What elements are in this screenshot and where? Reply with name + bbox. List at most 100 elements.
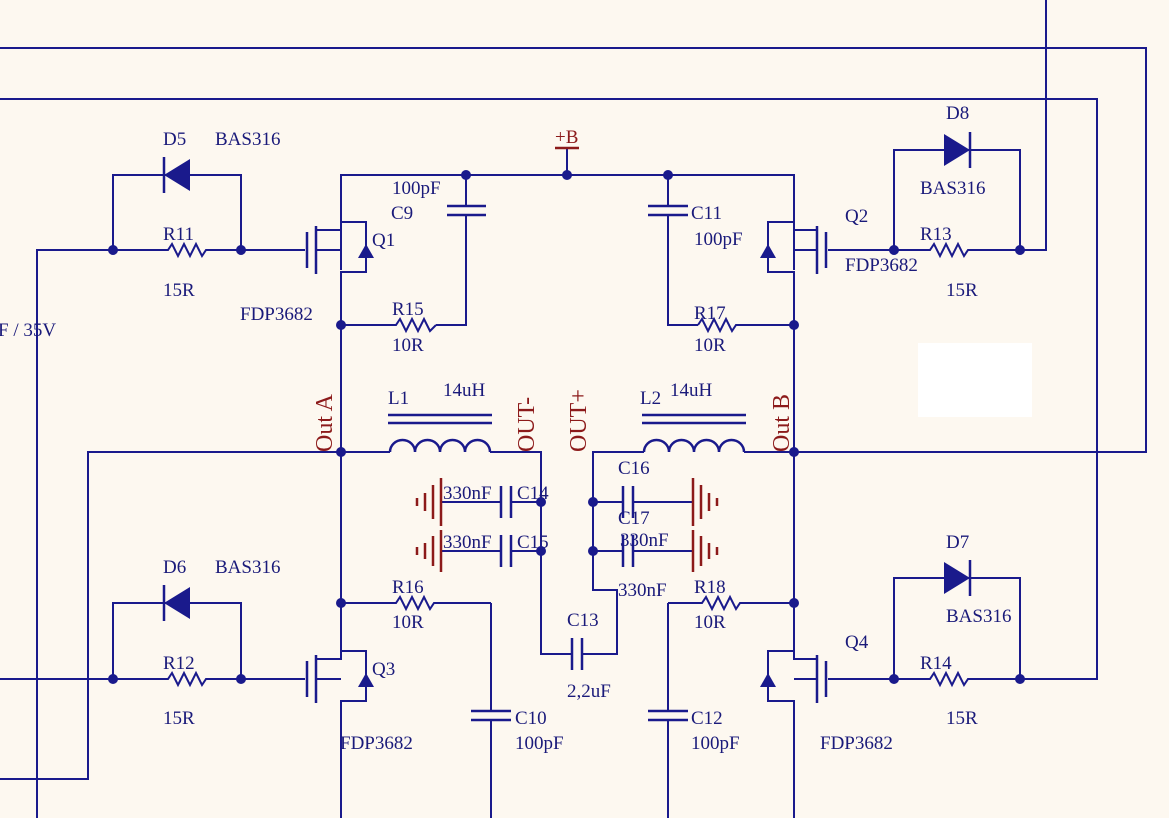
l1-ref: L1: [388, 388, 409, 409]
junction-dot: [536, 546, 546, 556]
d5-ref: D5: [163, 129, 186, 150]
q2-ref: Q2: [845, 206, 868, 227]
ground-symbols-left: [415, 478, 443, 572]
junction-dot: [789, 447, 799, 457]
junction-dot: [789, 320, 799, 330]
q4-ref: Q4: [845, 632, 869, 653]
q2-mosfet: [760, 221, 894, 452]
net-out-a: Out A: [312, 393, 338, 452]
r14-resistor: [894, 670, 1020, 688]
junction-dots: [108, 170, 1025, 684]
c12-capacitor: [648, 603, 688, 818]
r15-value: 10R: [392, 335, 424, 356]
q2-part: FDP3682: [845, 255, 918, 276]
c11-value: 100pF: [694, 229, 743, 250]
c13-capacitor: [566, 638, 590, 670]
r17-resistor: [697, 316, 794, 334]
l2-value: 14uH: [670, 380, 713, 401]
r16-ref: R16: [392, 577, 424, 598]
junction-dot: [1015, 674, 1025, 684]
q3-ref: Q3: [372, 659, 395, 680]
net-out-b: Out B: [769, 394, 795, 452]
junction-dot: [536, 497, 546, 507]
junction-dot: [236, 245, 246, 255]
d7-ref: D7: [946, 532, 969, 553]
c15-capacitor: [441, 535, 541, 567]
junction-dot: [336, 447, 346, 457]
c16-ref: C16: [618, 458, 650, 479]
r15-resistor: [341, 316, 437, 334]
d8-diode: [893, 132, 1021, 250]
q1-mosfet: [241, 221, 374, 452]
r18-resistor: [668, 594, 794, 612]
junction-dot: [663, 170, 673, 180]
r13-resistor: [894, 241, 1020, 259]
r11-resistor: [113, 241, 241, 259]
junction-dot: [789, 598, 799, 608]
c11-ref: C11: [691, 203, 722, 224]
net-out-minus: OUT-: [514, 397, 540, 452]
c9-value: 100pF: [392, 178, 441, 199]
junction-dot: [1015, 245, 1025, 255]
q4-part: FDP3682: [820, 733, 893, 754]
r11-value: 15R: [163, 280, 195, 301]
junction-dot: [108, 674, 118, 684]
c10-capacitor: [471, 603, 511, 818]
junction-dot: [236, 674, 246, 684]
r17-value: 10R: [694, 335, 726, 356]
l1-value: 14uH: [443, 380, 486, 401]
c9-ref: C9: [391, 203, 413, 224]
r12-value: 15R: [163, 708, 195, 729]
c13-value: 2,2uF: [567, 681, 611, 702]
c14-value: 330nF: [443, 483, 492, 504]
junction-dot: [562, 170, 572, 180]
r16-value: 10R: [392, 612, 424, 633]
plus-b-label: +B: [555, 127, 578, 148]
d6-part: BAS316: [215, 557, 280, 578]
d7-diode: [893, 560, 1021, 679]
r17-ref: R17: [694, 303, 726, 324]
r15-ref: R15: [392, 299, 424, 320]
c10-ref: C10: [515, 708, 547, 729]
c11-capacitor: [648, 175, 698, 326]
c13-ref: C13: [567, 610, 599, 631]
d6-diode: [112, 585, 242, 679]
d8-part: BAS316: [920, 178, 985, 199]
r14-ref: R14: [920, 653, 952, 674]
q1-part: FDP3682: [240, 304, 313, 325]
c17-ref: C17: [618, 508, 650, 529]
r12-resistor: [113, 670, 241, 688]
q1-ref: Q1: [372, 230, 395, 251]
c17-capacitor: [593, 535, 693, 567]
d6-ref: D6: [163, 557, 186, 578]
c12-value: 100pF: [691, 733, 740, 754]
blank-overlay: [918, 343, 1032, 417]
junction-dot: [889, 674, 899, 684]
q3-part: FDP3682: [340, 733, 413, 754]
l2-ref: L2: [640, 388, 661, 409]
c15-value: 330nF: [443, 532, 492, 553]
net-out-plus: OUT+: [566, 389, 592, 452]
ground-symbols-right: [691, 478, 719, 572]
junction-dot: [461, 170, 471, 180]
junction-dot: [889, 245, 899, 255]
junction-dot: [336, 320, 346, 330]
l2-inductor: [590, 413, 794, 655]
q4-mosfet: [760, 452, 894, 818]
d5-part: BAS316: [215, 129, 280, 150]
junction-dot: [336, 598, 346, 608]
r18-ref: R18: [694, 577, 726, 598]
c16-value: 330nF: [620, 530, 669, 551]
d8-ref: D8: [946, 103, 969, 124]
c12-ref: C12: [691, 708, 723, 729]
r11-ref: R11: [163, 224, 194, 245]
c9-capacitor: [436, 175, 486, 326]
d5-diode: [112, 157, 242, 250]
q3-mosfet: [241, 452, 374, 818]
c10-value: 100pF: [515, 733, 564, 754]
junction-dot: [588, 546, 598, 556]
c17-value: 330nF: [618, 580, 667, 601]
